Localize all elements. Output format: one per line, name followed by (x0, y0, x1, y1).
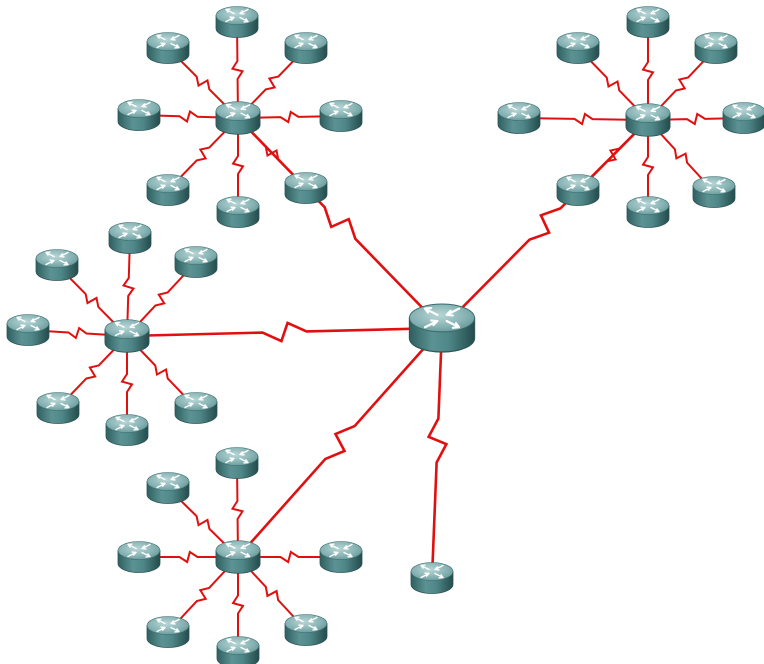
hub-top-left-spoke-link-4 (138, 109, 239, 124)
hub-top-left-spoke-link-7 (231, 118, 245, 212)
hub-top-right-spoke-router-icon (694, 32, 738, 64)
hub-bottom-left-spoke-link-4 (238, 550, 341, 564)
hub-top-right-spoke-link-6 (641, 120, 655, 212)
hub-top-left-spoke-link-2 (167, 47, 239, 119)
hub-top-left-spoke-link-3 (237, 47, 307, 119)
hub-bottom-left-spoke-link-3 (139, 550, 238, 564)
hub-top-left-spoke-router-icon (146, 32, 190, 64)
hub-bottom-left-spoke-link-5 (167, 556, 239, 633)
hub-middle-left-spoke-router-icon (105, 414, 149, 446)
hub-middle-left-spoke-link-2 (56, 264, 128, 337)
core-link-hub-top-right (441, 119, 649, 329)
hub-middle-left-spoke-router-icon (174, 246, 218, 278)
core-link-hub-bottom-left (237, 327, 443, 558)
hub-middle-left-spoke-link-7 (126, 335, 197, 409)
links-layer (27, 21, 745, 652)
hub-middle-left-spoke-link-4 (27, 326, 128, 340)
hub-middle-left-spoke-link-5 (57, 335, 128, 409)
core-link-stub-bottom (426, 327, 449, 579)
hub-middle-left-spoke-link-1 (121, 237, 136, 337)
hub-top-right-spoke-router-icon (626, 6, 670, 38)
hub-top-left-spoke-router-icon (319, 100, 363, 132)
hub-top-left-router-icon (215, 101, 261, 135)
core-link-hub-middle-left (126, 321, 443, 343)
hub-middle-left-spoke-router-icon (6, 314, 50, 346)
hub-top-right-spoke-router-icon (626, 196, 670, 228)
hub-top-right-spoke-link-2 (577, 47, 649, 121)
hub-bottom-left-spoke-link-2 (167, 487, 239, 558)
hub-top-left-spoke-router-icon (117, 99, 161, 131)
hub-top-left-spoke-link-1 (230, 21, 245, 119)
core-link-hub-top-left (237, 117, 443, 329)
hub-top-right-spoke-router-icon (692, 176, 736, 208)
hub-middle-left-spoke-link-6 (120, 336, 134, 430)
hub-top-left-spoke-router-icon (216, 196, 260, 228)
hub-top-left-spoke-link-8 (237, 117, 307, 189)
hub-middle-left-router-icon (104, 319, 150, 353)
hub-middle-left-spoke-router-icon (36, 392, 80, 424)
hub-top-right-spoke-router-icon (556, 32, 600, 64)
hub-top-left-spoke-router-icon (146, 174, 190, 206)
hub-bottom-left-spoke-link-1 (230, 462, 245, 558)
core-router-icon (408, 303, 476, 353)
hub-top-right-spoke-link-1 (641, 22, 655, 120)
hub-middle-left-spoke-router-icon (174, 392, 218, 424)
hub-top-left-spoke-router-icon (284, 172, 328, 204)
hub-top-right-router-icon (625, 103, 671, 137)
hub-top-right-spoke-router-icon (722, 102, 764, 134)
hub-bottom-left-spoke-router-icon (146, 616, 190, 648)
hub-bottom-left-spoke-router-icon (216, 636, 260, 664)
hub-middle-left-spoke-link-3 (126, 261, 197, 337)
hub-bottom-left-spoke-router-icon (117, 541, 161, 573)
hub-bottom-left-spoke-router-icon (284, 614, 328, 646)
hub-top-left-spoke-link-5 (237, 110, 342, 124)
hub-bottom-left-spoke-link-7 (237, 556, 307, 631)
hub-top-left-spoke-router-icon (284, 32, 328, 64)
routers-layer (6, 6, 764, 664)
hub-bottom-left-spoke-router-icon (319, 541, 363, 573)
hub-top-right-spoke-link-8 (577, 119, 649, 191)
hub-top-right-spoke-link-3 (647, 47, 717, 121)
hub-top-right-spoke-link-5 (647, 112, 745, 126)
hub-bottom-left-spoke-router-icon (215, 447, 259, 479)
hub-top-left-spoke-router-icon (215, 6, 259, 38)
hub-top-right-spoke-router-icon (497, 102, 541, 134)
hub-top-left-spoke-link-6 (167, 117, 239, 191)
stub-bottom-router-icon (410, 562, 454, 594)
hub-top-right-spoke-link-7 (647, 119, 715, 193)
hub-top-right-spoke-link-4 (518, 112, 649, 126)
hub-bottom-left-spoke-link-6 (231, 557, 245, 652)
hub-bottom-left-spoke-router-icon (146, 472, 190, 504)
hub-bottom-left-router-icon (215, 540, 261, 574)
hub-middle-left-spoke-router-icon (35, 249, 79, 281)
hub-middle-left-spoke-router-icon (108, 222, 152, 254)
hub-top-right-spoke-router-icon (556, 174, 600, 206)
